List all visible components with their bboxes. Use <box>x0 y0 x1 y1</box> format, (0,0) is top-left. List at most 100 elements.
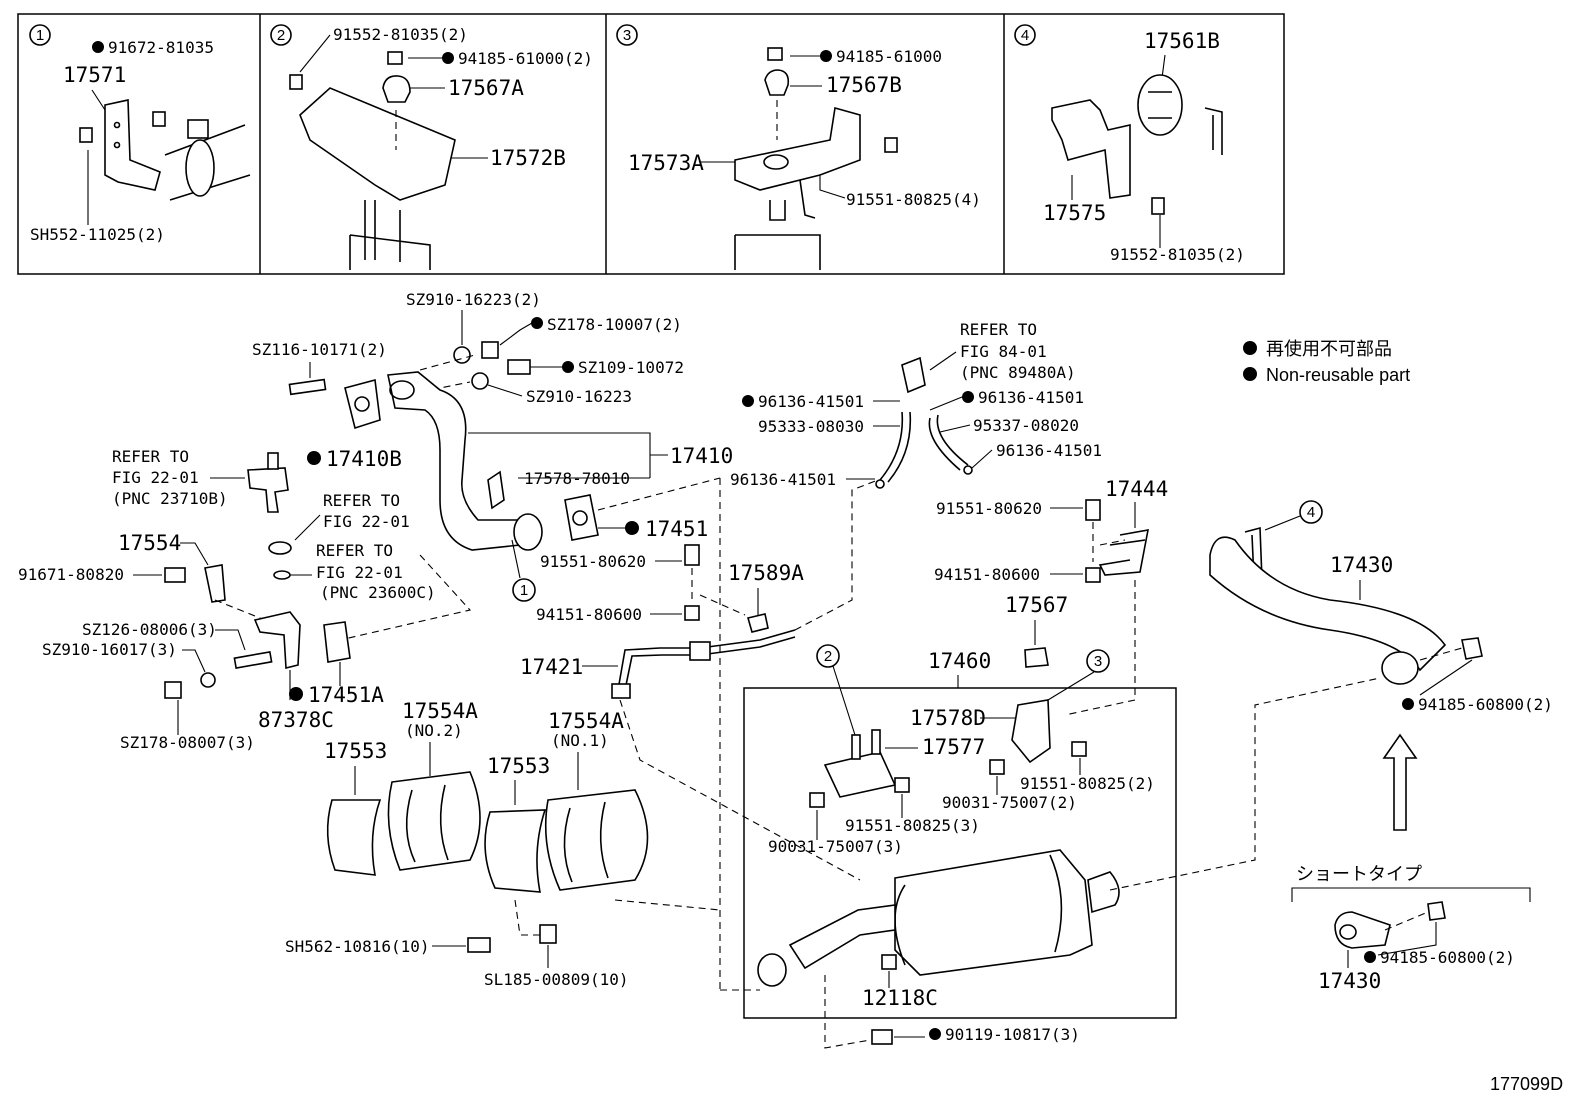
label-17567A: 17567A <box>448 76 524 100</box>
inset-number: 3 <box>623 27 631 44</box>
bolt <box>1151 197 1165 215</box>
label-94185-61000: 94185-61000(2) <box>458 49 593 68</box>
pipe-flange-hole <box>389 380 415 400</box>
leader-line <box>1047 671 1095 701</box>
leader-line <box>929 396 963 411</box>
label-17567B: 17567B <box>826 73 902 97</box>
leader-line <box>1264 515 1301 531</box>
label-96136-41501-b: 96136-41501 <box>978 388 1084 407</box>
leader-line <box>511 539 521 579</box>
non-reusable-dot <box>92 41 104 53</box>
shield-17554A-no2 <box>387 771 481 871</box>
tail-pipe-short <box>1334 911 1391 949</box>
label-91672-81035: 91672-81035 <box>108 38 214 57</box>
legend-jp: 再使用不可部品 <box>1266 339 1392 359</box>
label-sh562-10816: SH562-10816(10) <box>285 937 430 956</box>
gasket-17451A <box>323 621 351 663</box>
label-sh552-11025: SH552-11025(2) <box>30 225 165 244</box>
washer <box>471 372 489 390</box>
label-sz126-08006-3: SZ126-08006(3) <box>82 620 217 639</box>
dashed-guide <box>1384 911 1429 931</box>
label-17554: 17554 <box>118 531 181 555</box>
label-94185-60800-2: 94185-60800(2) <box>1418 695 1553 714</box>
heat-shields-group: 17553 17554A (NO.2) 17553 17554A (NO.1) … <box>285 699 721 989</box>
legend-en: Non-reusable part <box>1266 365 1410 385</box>
front-pipe-group: SZ910-16223(2) SZ178-10007(2) SZ116-1017… <box>18 290 879 990</box>
leader-line <box>180 542 209 566</box>
sensor-tip <box>267 452 279 470</box>
label-sz178-10007-2: SZ178-10007(2) <box>547 315 682 334</box>
label-17430: 17430 <box>1330 553 1393 577</box>
inset-1: 1 91672-81035 17571 SH552-11025(2) <box>29 24 251 244</box>
non-reusable-dot <box>289 687 303 701</box>
short-type-bracket <box>1291 887 1531 902</box>
label-17451: 17451 <box>645 517 708 541</box>
label-87378C: 87378C <box>258 708 334 732</box>
nut-12118C <box>881 954 897 970</box>
label-17589A: 17589A <box>728 561 804 585</box>
label-91551-80825-2: 91551-80825(2) <box>1020 774 1155 793</box>
label-sz910-16017-3: SZ910-16017(3) <box>42 640 177 659</box>
label-17578D: 17578D <box>910 706 986 730</box>
label-96136-41501-a: 96136-41501 <box>758 392 864 411</box>
hanger-slot <box>1148 91 1172 119</box>
inset-4: 4 17561B 17575 91552-81035(2) <box>1014 24 1245 264</box>
gasket-hole <box>572 510 588 526</box>
tail-pipe-flange <box>1381 651 1419 685</box>
callout-number: 2 <box>824 648 832 665</box>
label-17460: 17460 <box>928 649 991 673</box>
dashed-guide <box>699 594 746 616</box>
sensor-89480A <box>901 356 926 394</box>
label-fig-22-01: FIG 22-01 <box>323 512 410 531</box>
muffler-outlet <box>1087 871 1120 914</box>
callout-number: 4 <box>1307 504 1315 521</box>
inset-frame <box>17 13 1285 275</box>
label-12118C: 12118C <box>862 986 938 1010</box>
label-refer-to: REFER TO <box>323 491 400 510</box>
label-91671-80820: 91671-80820 <box>18 565 124 584</box>
label-sl185-00809: SL185-00809(10) <box>484 970 629 989</box>
bolt-hole <box>113 121 121 129</box>
bracket-17554 <box>204 564 226 603</box>
bolt <box>289 74 303 90</box>
nut <box>1085 567 1101 583</box>
leader-line <box>832 665 856 736</box>
dashed-guide <box>720 677 1381 991</box>
label-no1: (NO.1) <box>551 731 609 750</box>
clamp <box>185 139 215 197</box>
bolt <box>884 137 898 153</box>
tail-pipe-group: 4 17430 94185-60800(2) ショートタイプ 94185-608… <box>1209 500 1553 993</box>
label-91552-81035: 91552-81035(2) <box>1110 245 1245 264</box>
hanger-rod <box>1204 107 1223 155</box>
callout-circle <box>1086 649 1110 673</box>
legend-dot <box>1243 341 1257 355</box>
callout-number: 3 <box>1094 653 1102 670</box>
inlet-flange <box>757 953 787 987</box>
gasket-17451 <box>564 494 599 541</box>
hose-95337 <box>928 414 969 471</box>
callout-number: 1 <box>520 582 528 599</box>
leader-line <box>499 322 533 346</box>
nut <box>767 47 783 61</box>
label-17573A: 17573A <box>628 151 704 175</box>
label-90119-10817: 90119-10817(3) <box>945 1025 1080 1044</box>
label-17578-78010: 17578-78010 <box>524 469 630 488</box>
bolt <box>507 359 531 375</box>
inset-panels <box>17 13 1285 275</box>
bolt <box>1071 741 1087 757</box>
label-sz178-08007-3: SZ178-08007(3) <box>120 733 255 752</box>
inset-number: 1 <box>36 27 44 44</box>
sensor-23710B <box>247 467 289 513</box>
bracket-17444 <box>1098 529 1150 576</box>
label-95333-08030: 95333-08030 <box>758 417 864 436</box>
inset-number-circle <box>616 24 638 46</box>
mount-base <box>349 200 431 270</box>
label-17410B: 17410B <box>326 447 402 471</box>
bracket-17578D <box>1011 699 1051 764</box>
dashed-guide <box>514 899 540 936</box>
pipe-outlet-flange <box>513 513 543 551</box>
non-reusable-dot <box>562 361 574 373</box>
inset-number: 2 <box>277 27 285 44</box>
label-90031-75007-3: 90031-75007(3) <box>768 837 903 856</box>
